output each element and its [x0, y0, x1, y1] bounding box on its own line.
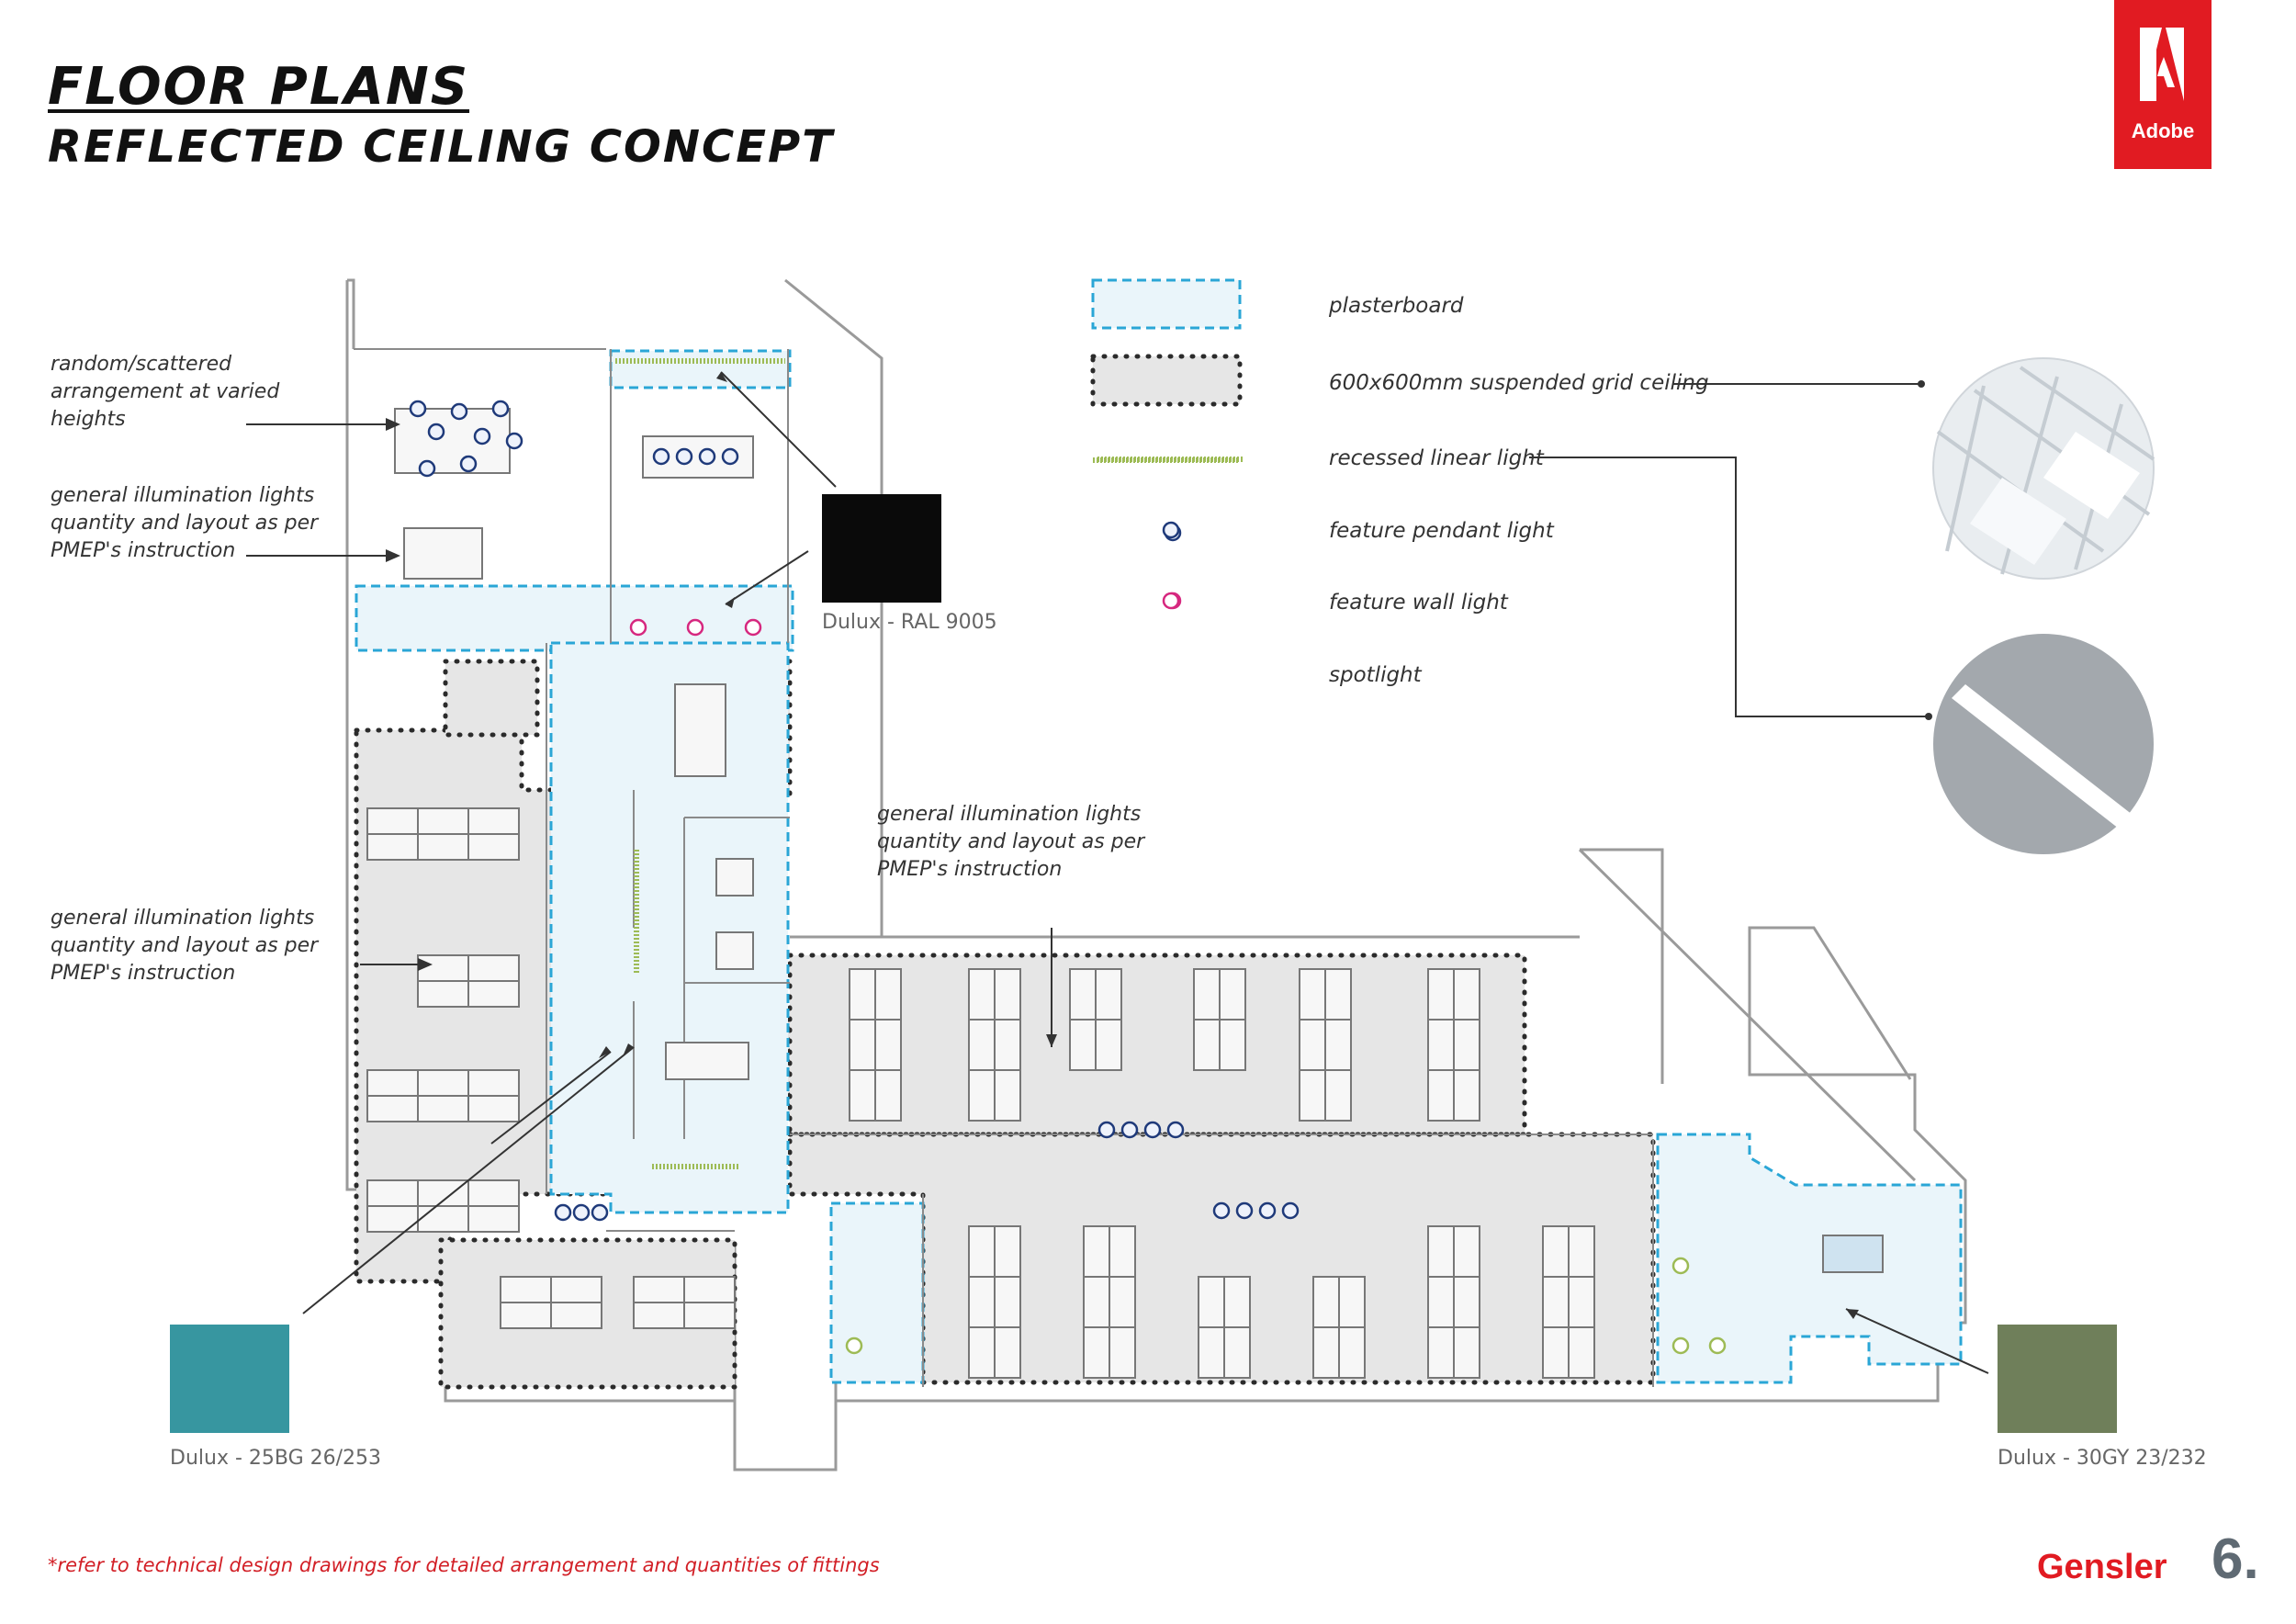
legend-plasterboard: plasterboard	[1329, 294, 1464, 318]
adobe-logo: Adobe	[2114, 0, 2212, 169]
page-number: 6.	[2212, 1528, 2259, 1591]
legend-pendant-light-icon	[1162, 521, 1180, 539]
grid-tile-photo	[1932, 357, 2155, 580]
swatch-black	[822, 494, 941, 603]
legend-plasterboard-sample	[1091, 278, 1242, 330]
annotation-general-1: general illumination lights quantity and…	[51, 484, 319, 562]
annotation-general-3: general illumination lights quantity and…	[877, 803, 1145, 881]
right-room-table	[1822, 1235, 1884, 1273]
page-title: FLOOR PLANS	[48, 57, 470, 117]
swatch-green-label: Dulux - 30GY 23/232	[1998, 1447, 2207, 1470]
legend-pendant: feature pendant light	[1329, 519, 1554, 543]
spotlight-icons	[845, 1257, 1727, 1355]
adobe-logo-text: Adobe	[2131, 119, 2195, 142]
footnote: *refer to technical design drawings for …	[48, 1554, 880, 1576]
leader-lines	[246, 371, 1989, 1374]
adobe-logo-mark	[2140, 28, 2184, 101]
swatch-teal-label: Dulux - 25BG 26/253	[170, 1447, 382, 1470]
linear-light-photo	[1933, 634, 2154, 854]
leader-arrowheads	[386, 372, 1932, 1319]
legend-linear-light: recessed linear light	[1329, 446, 1544, 470]
annotation-random: random/scattered arrangement at varied h…	[51, 353, 280, 431]
swatch-green	[1998, 1325, 2117, 1433]
gensler-logo: Gensler	[2037, 1548, 2167, 1586]
legend-grid-sample	[1090, 354, 1243, 407]
legend-icons	[1093, 457, 1240, 610]
pendant-light-icons	[409, 400, 1300, 1222]
swatch-teal	[170, 1325, 289, 1433]
legend-wall-light-icon	[1162, 592, 1180, 610]
legend-grid-ceiling: 600x600mm suspended grid ceiling	[1329, 371, 1709, 395]
legend-spotlight: spotlight	[1329, 663, 1422, 687]
swatch-black-label: Dulux - RAL 9005	[822, 611, 997, 634]
annotation-general-2: general illumination lights quantity and…	[51, 907, 319, 985]
page-subtitle: REFLECTED CEILING CONCEPT	[48, 121, 834, 173]
legend-wall-light: feature wall light	[1329, 591, 1508, 615]
